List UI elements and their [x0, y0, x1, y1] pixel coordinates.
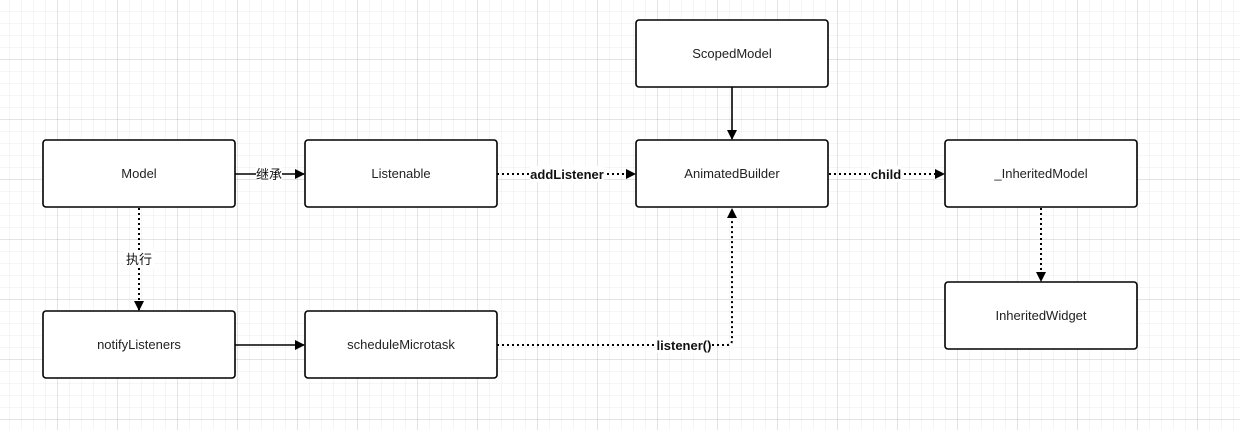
edge-label-listener-call: listener(): [656, 337, 712, 353]
node-inherited-model[interactable]: _InheritedModel: [944, 139, 1138, 208]
node-notify-listeners-label: notifyListeners: [97, 337, 181, 352]
edge-label-add-listener: addListener: [530, 166, 604, 182]
node-inherited-model-label: _InheritedModel: [993, 166, 1087, 181]
svg-text:执行: 执行: [126, 252, 152, 267]
node-listenable[interactable]: Listenable: [304, 139, 498, 208]
node-model-label: Model: [121, 166, 157, 181]
svg-text:继承: 继承: [256, 167, 282, 182]
edge-label-execute: 执行: [124, 251, 154, 268]
node-inherited-widget-label: InheritedWidget: [995, 308, 1086, 323]
svg-text:listener(): listener(): [657, 338, 712, 353]
node-scoped-model-label: ScopedModel: [692, 46, 772, 61]
edge-label-child: child: [870, 166, 902, 182]
node-inherited-widget[interactable]: InheritedWidget: [944, 281, 1138, 350]
node-schedule-microtask[interactable]: scheduleMicrotask: [304, 310, 498, 379]
node-model[interactable]: Model: [42, 139, 236, 208]
node-listenable-label: Listenable: [371, 166, 430, 181]
edge-schedule-microtask-to-animated-builder: [497, 208, 737, 346]
node-notify-listeners[interactable]: notifyListeners: [42, 310, 236, 379]
node-animated-builder-label: AnimatedBuilder: [684, 166, 780, 181]
svg-text:child: child: [871, 167, 901, 182]
node-animated-builder[interactable]: AnimatedBuilder: [635, 139, 829, 208]
edge-label-inheritance: 继承: [256, 166, 282, 182]
node-schedule-microtask-label: scheduleMicrotask: [347, 337, 455, 352]
node-scoped-model[interactable]: ScopedModel: [635, 19, 829, 88]
svg-text:addListener: addListener: [530, 167, 604, 182]
